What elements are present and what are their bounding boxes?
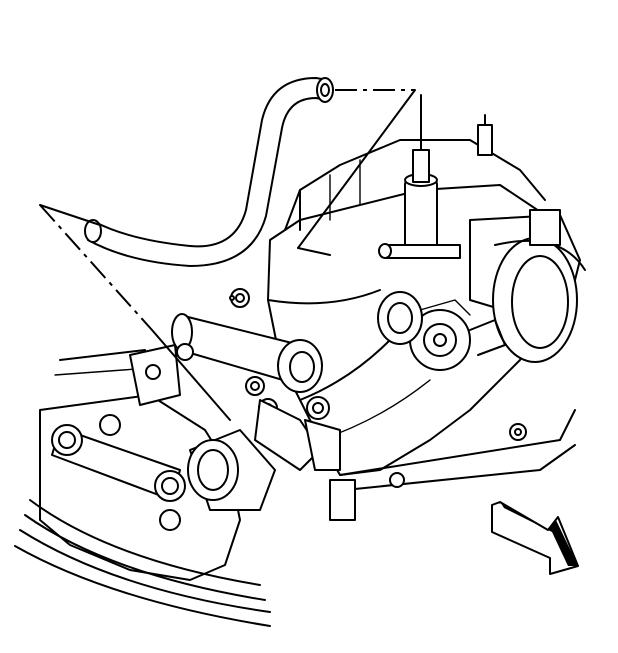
throttle-linkage <box>409 299 506 371</box>
callout-leaders <box>39 89 416 421</box>
vacuum-hose <box>378 243 461 259</box>
view-direction-arrow <box>491 501 579 575</box>
lower-bracket <box>129 344 356 521</box>
bypass-pipe <box>171 313 323 393</box>
coolant-fitting <box>187 429 276 511</box>
throttle-body <box>469 209 586 363</box>
heater-hose <box>84 77 334 267</box>
fuel-pressure-port <box>404 94 493 251</box>
water-outlet <box>377 291 423 345</box>
coil-bracket <box>51 414 186 531</box>
